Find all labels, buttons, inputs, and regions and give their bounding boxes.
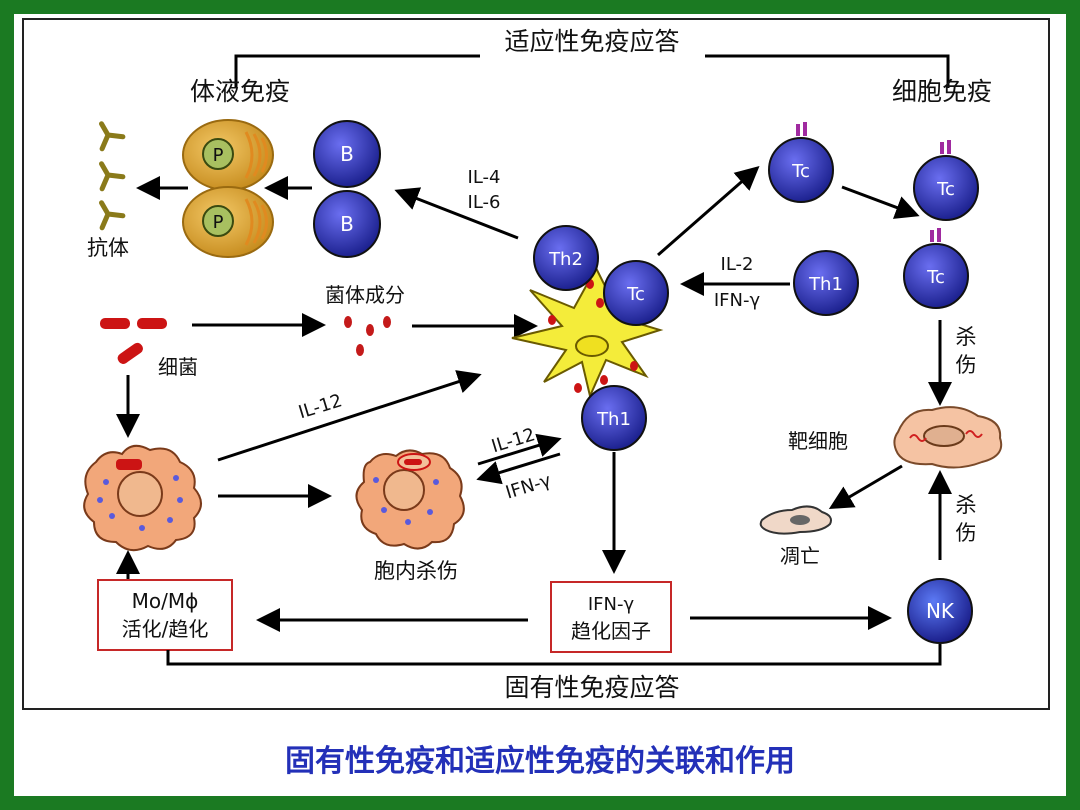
arrow <box>394 187 519 240</box>
arrow <box>828 464 903 510</box>
tc-cell: Tc <box>768 122 834 203</box>
tc-label: Tc <box>791 161 810 182</box>
plasma-cell: P <box>182 186 274 258</box>
il2-label: IL-2 <box>721 254 754 275</box>
cellular-immunity-label: 细胞免疫 <box>892 77 992 106</box>
ifn-gamma-label: IFN-γ <box>714 290 761 311</box>
kill-label: 杀 <box>956 325 977 349</box>
target-cell <box>893 406 1003 469</box>
ifn-chemokine-box <box>550 581 672 653</box>
plasma-label: P <box>213 145 224 166</box>
mo-activation-box <box>97 579 233 651</box>
antibody-icon <box>99 121 126 231</box>
b-cell-label: B <box>340 212 354 236</box>
kill-label: 伤 <box>956 521 977 545</box>
kill-label: 伤 <box>956 353 977 377</box>
ifn-gamma-label: IFN-γ <box>503 470 554 504</box>
mo-activation-line2: 活化/趋化 <box>122 617 209 641</box>
b-cell: B <box>313 190 381 258</box>
diagram-panel <box>22 18 1050 710</box>
b-cell-label: B <box>340 142 354 166</box>
arrow <box>841 185 920 219</box>
il4-label: IL-4 <box>468 167 501 188</box>
th2-cell: Th2 <box>533 225 599 291</box>
kill-label: 杀 <box>956 493 977 517</box>
tc-label: Tc <box>626 284 645 305</box>
apoptosis-label: 凋亡 <box>780 544 820 568</box>
il12-label: IL-12 <box>296 390 345 423</box>
plasma-cell: P <box>182 119 274 191</box>
bacterial-components-label: 菌体成分 <box>325 283 405 307</box>
humoral-immunity-label: 体液免疫 <box>190 77 290 106</box>
adaptive-response-label: 适应性免疫应答 <box>504 27 679 56</box>
nk-cell: NK <box>907 578 973 644</box>
tc-cell: Tc <box>913 140 979 221</box>
th2-label: Th2 <box>548 249 583 270</box>
th1-cell: Th1 <box>793 250 859 316</box>
tc-label: Tc <box>926 267 945 288</box>
ifn-chemokine-line1: IFN-γ <box>588 594 635 615</box>
ifn-chemokine-line2: 趋化因子 <box>571 619 651 643</box>
b-cell: B <box>313 120 381 188</box>
macrophage <box>355 449 465 550</box>
adaptive-label-bg <box>480 30 705 64</box>
mo-activation-line1: Mo/Mϕ <box>132 589 199 613</box>
th1-cell: Th1 <box>581 385 647 451</box>
plasma-label: P <box>213 212 224 233</box>
th1-label: Th1 <box>596 409 631 430</box>
tc-cell: Tc <box>903 228 969 309</box>
th1-label: Th1 <box>808 274 843 295</box>
target-cell-label: 靶细胞 <box>788 429 848 453</box>
bacteria-icon <box>100 318 167 364</box>
macrophage <box>83 444 202 552</box>
figure-caption: 固有性免疫和适应性免疫的关联和作用 <box>285 744 795 779</box>
bacteria-label: 细菌 <box>158 355 198 379</box>
tc-cell: Tc <box>603 260 669 326</box>
il6-label: IL-6 <box>468 192 501 213</box>
tc-label: Tc <box>936 179 955 200</box>
arrow <box>476 452 561 485</box>
nk-label: NK <box>926 599 955 623</box>
arrow <box>217 370 482 462</box>
innate-response-label: 固有性免疫应答 <box>504 673 679 702</box>
arrow <box>657 166 760 257</box>
innate-bracket <box>166 644 942 666</box>
bacterial-fragments-icon <box>344 316 391 356</box>
intracellular-killing-label: 胞内杀伤 <box>374 559 458 583</box>
antibody-label: 抗体 <box>87 236 129 260</box>
apoptotic-cell <box>759 505 832 535</box>
arrow <box>477 433 562 466</box>
